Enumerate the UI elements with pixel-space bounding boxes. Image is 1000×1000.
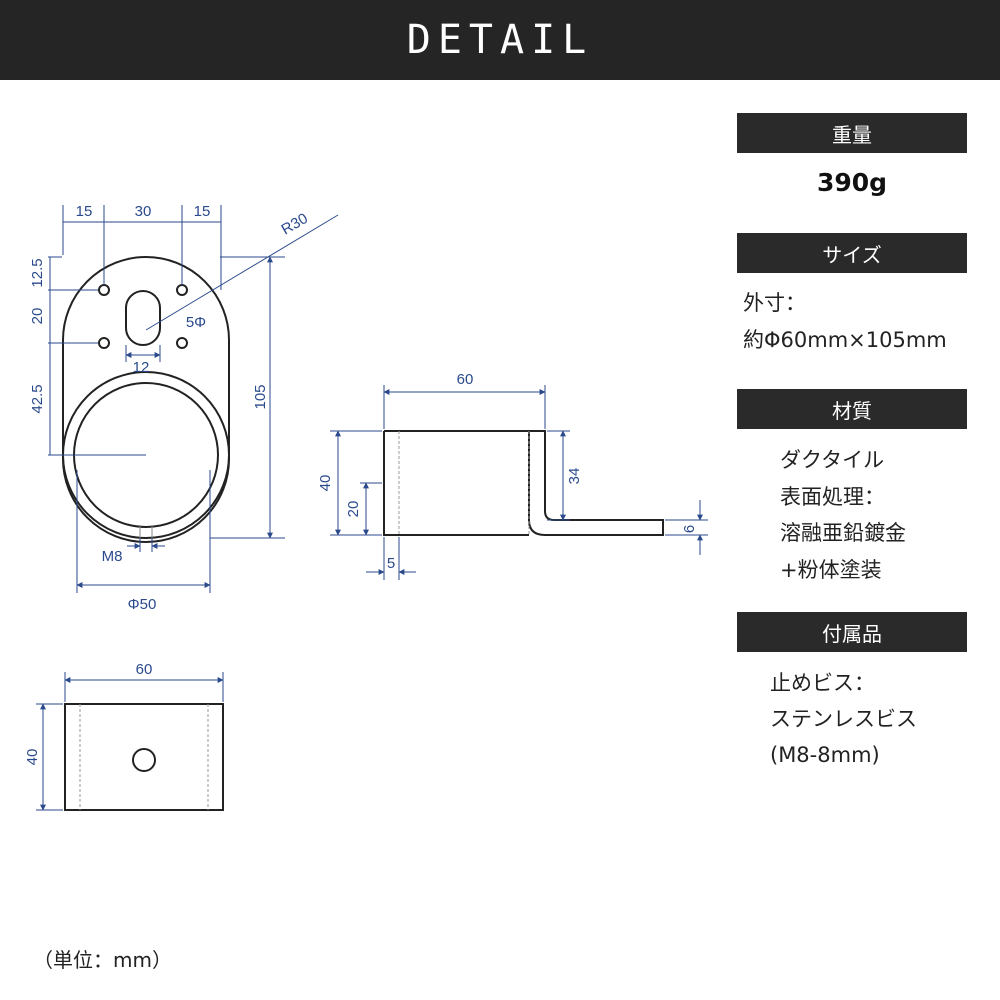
accessories-line: 止めビス： [770,671,875,695]
bottom-view-dimensions [36,672,224,811]
dim-label: 15 [194,203,211,220]
dim-label: 42.5 [29,384,46,413]
size-line: 外寸： [743,291,806,315]
side-view-dim-labels: 60 40 20 34 6 5 [317,371,698,572]
dim-label: 20 [29,308,46,325]
dim-label: 40 [24,749,41,766]
dim-label: 105 [252,384,269,409]
side-view [383,430,664,536]
weight-value: 390g [816,168,888,197]
bottom-view-dim-labels: 60 40 [24,661,152,765]
size-line: 約Φ60mm×105mm [743,328,947,352]
front-view [62,256,230,543]
material-line: 溶融亜鉛鍍金 [780,521,906,545]
dim-label: 40 [317,475,334,492]
material-line: +粉体塗装 [780,558,882,582]
header-bar: DETAIL [0,0,1000,80]
dim-label: 60 [457,371,474,388]
accessories-line: (M8-8mm) [770,743,880,767]
material-line: 表面処理： [780,485,885,509]
dim-label: 12.5 [29,258,46,287]
front-view-dim-labels: 15 30 15 R30 12.5 20 42.5 105 5Φ 12 M8 Φ… [29,203,311,613]
dim-label: 5Φ [186,314,206,331]
dim-label: M8 [102,548,123,565]
dim-label: 12 [133,359,150,376]
dim-label: 20 [345,501,362,518]
dim-label: 30 [135,203,152,220]
accessories-line: ステンレスビス [770,707,917,731]
dim-label: 34 [566,468,583,485]
material-line: ダクタイル [780,448,885,472]
dim-label: 6 [681,525,698,533]
dim-label: 5 [387,555,395,572]
accessories-label: 付属品 [737,612,967,652]
page-title: DETAIL [406,17,594,63]
dim-label: Φ50 [128,596,157,613]
weight-label: 重量 [737,113,967,153]
dim-label: 60 [136,661,153,678]
front-view-dimensions [48,205,339,593]
side-view-dimensions [330,385,708,580]
material-label: 材質 [737,389,967,429]
dim-label: 15 [76,203,93,220]
unit-note: （単位：mm） [33,948,172,972]
size-label: サイズ [737,233,967,273]
bottom-view [64,703,224,811]
